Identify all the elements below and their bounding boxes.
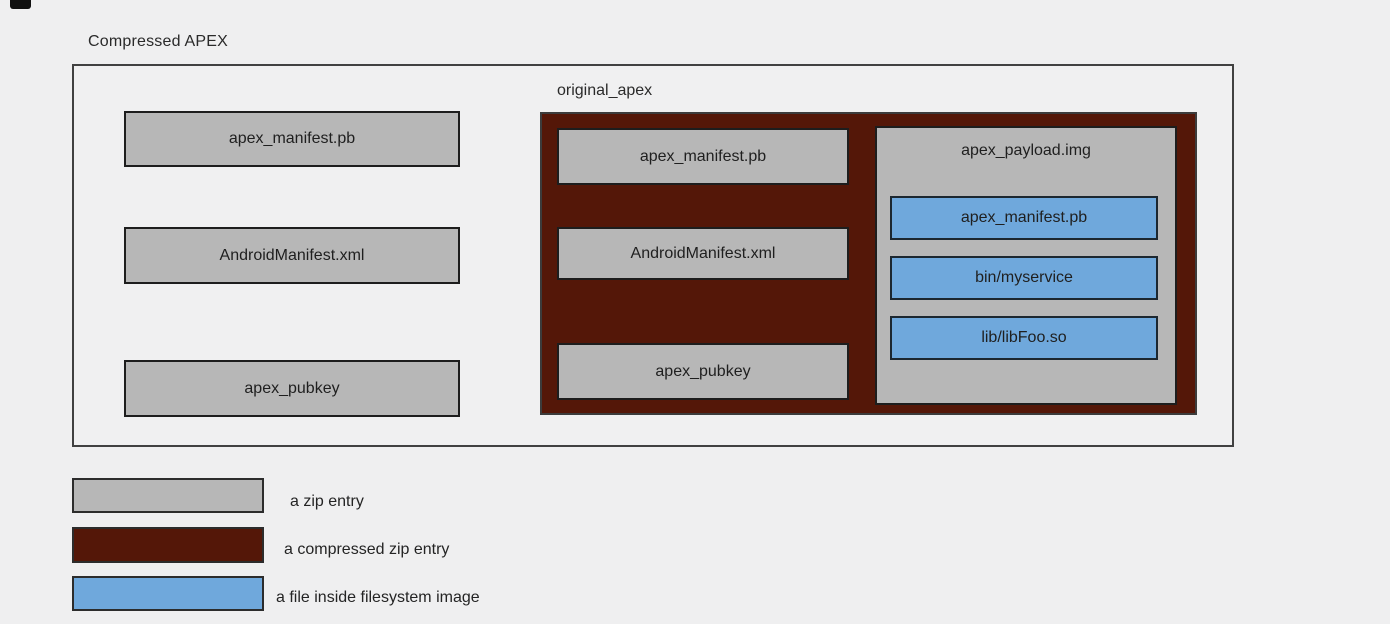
payload-file-apex-manifest: apex_manifest.pb — [890, 196, 1158, 240]
legend-swatch-compressed-zip-entry — [72, 527, 264, 563]
screen-edge-artifact — [10, 0, 31, 9]
original-apex-zip-entry-android-manifest: AndroidManifest.xml — [557, 227, 849, 280]
original-apex-zip-entry-apex-pubkey: apex_pubkey — [557, 343, 849, 400]
zip-entry-apex-pubkey: apex_pubkey — [124, 360, 460, 417]
payload-file-lib-libfoo: lib/libFoo.so — [890, 316, 1158, 360]
legend-swatch-zip-entry — [72, 478, 264, 513]
original-apex-label: original_apex — [557, 82, 653, 99]
apex-payload-label: apex_payload.img — [961, 142, 1091, 159]
zip-entry-android-manifest: AndroidManifest.xml — [124, 227, 460, 284]
original-apex-zip-entry-apex-manifest: apex_manifest.pb — [557, 128, 849, 185]
payload-file-bin-myservice: bin/myservice — [890, 256, 1158, 300]
legend-label-compressed-zip-entry: a compressed zip entry — [284, 541, 450, 558]
apex-payload-container: apex_payload.img apex_manifest.pb bin/my… — [875, 126, 1177, 405]
legend-label-filesystem-file: a file inside filesystem image — [276, 589, 480, 606]
zip-entry-apex-manifest: apex_manifest.pb — [124, 111, 460, 167]
legend-swatch-filesystem-file — [72, 576, 264, 611]
legend-label-zip-entry: a zip entry — [290, 493, 364, 510]
diagram-title: Compressed APEX — [88, 33, 228, 50]
